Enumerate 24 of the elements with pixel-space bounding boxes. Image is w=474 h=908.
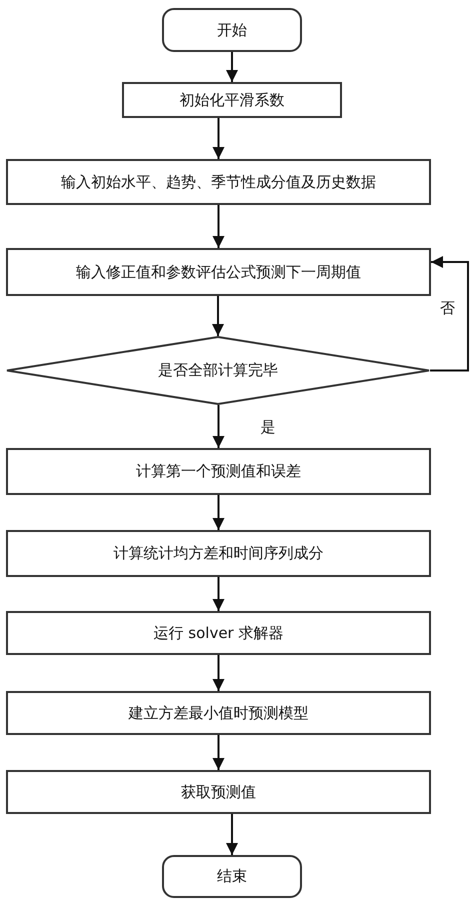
process-box: 初始化平滑系数: [122, 82, 342, 118]
process-box: 建立方差最小值时预测模型: [6, 691, 431, 735]
process-box: 获取预测值: [6, 770, 431, 814]
process-box: 输入初始水平、趋势、季节性成分值及历史数据: [6, 159, 431, 205]
edge-label: 否: [438, 299, 457, 318]
arrow: [212, 205, 224, 248]
arrow: [212, 577, 224, 611]
edge-label: 是: [258, 418, 278, 436]
process-box: 运行 solver 求解器: [6, 611, 431, 655]
terminal-box: 开始: [162, 8, 302, 52]
arrow: [212, 296, 224, 336]
arrow: [212, 495, 224, 530]
arrow: [430, 256, 469, 372]
arrow: [212, 655, 224, 691]
arrow: [226, 52, 238, 82]
arrow: [212, 405, 224, 448]
terminal-box: 结束: [162, 855, 302, 898]
arrow: [212, 735, 224, 770]
decision-diamond: 是否全部计算完毕: [6, 336, 430, 405]
arrow: [226, 814, 238, 855]
arrow: [212, 118, 224, 159]
process-box: 计算第一个预测值和误差: [6, 448, 431, 495]
process-box: 计算统计均方差和时间序列成分: [6, 530, 431, 577]
process-box: 输入修正值和参数评估公式预测下一周期值: [6, 248, 431, 296]
